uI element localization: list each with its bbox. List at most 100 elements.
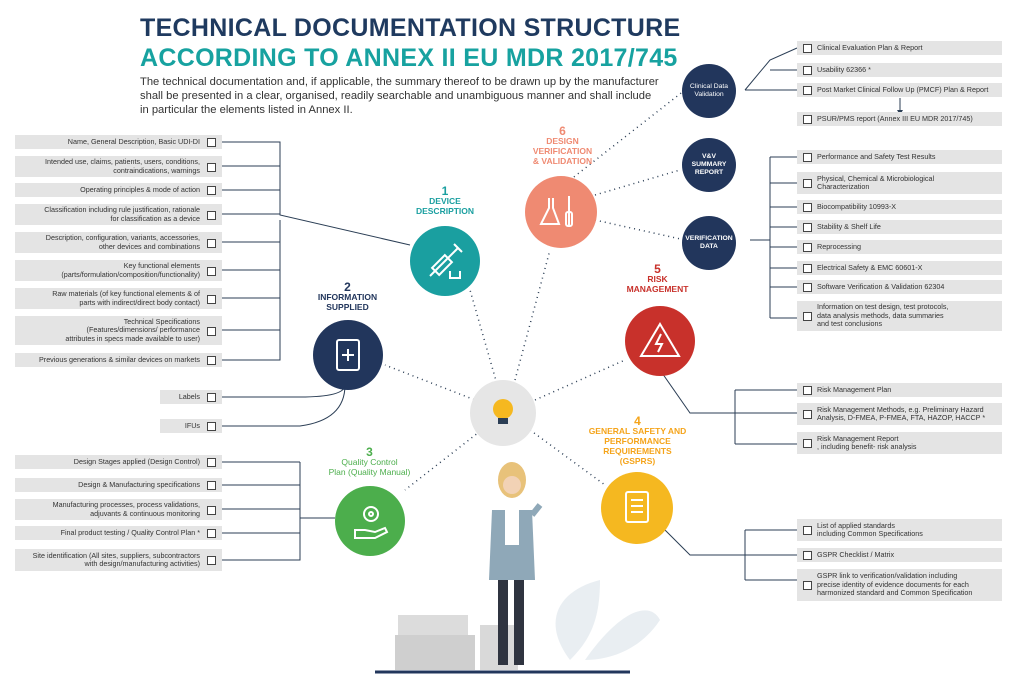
verification-item-label: Information on test design, test protoco… [817,302,949,329]
checkbox[interactable] [207,529,216,538]
verification-item[interactable]: Information on test design, test protoco… [797,301,1002,331]
verification-item-label: Physical, Chemical & Microbiological Cha… [817,173,935,191]
checkbox[interactable] [207,356,216,365]
verification-item[interactable]: Physical, Chemical & Microbiological Cha… [797,172,1002,194]
design-verification-circle[interactable] [525,176,597,248]
info-item[interactable]: Labels [160,390,222,404]
device-item[interactable]: Description, configuration, variants, ac… [15,232,222,253]
checkbox[interactable] [207,556,216,565]
gspr-item[interactable]: GSPR link to verification/validation inc… [797,569,1002,601]
checkbox[interactable] [803,203,812,212]
quality-control-circle[interactable] [335,486,405,556]
risk-item-label: Risk Management Methods, e.g. Preliminar… [817,404,986,422]
device-item[interactable]: Intended use, claims, patients, users, c… [15,156,222,177]
checkbox[interactable] [207,138,216,147]
checkbox[interactable] [207,162,216,172]
info-item[interactable]: IFUs [160,419,222,433]
checkbox[interactable] [803,243,812,252]
risk-item[interactable]: Risk Management Methods, e.g. Preliminar… [797,403,1002,425]
checkbox[interactable] [803,526,812,535]
storage-boxes [395,615,518,670]
section-number: 1 [441,184,449,198]
qc-item-label: Manufacturing processes, process validat… [52,500,200,518]
gspr-circle[interactable] [601,472,673,544]
checkbox[interactable] [207,505,216,515]
checkbox[interactable] [207,266,216,276]
section-label-qc: 3 Quality Control Plan (Quality Manual) [312,446,427,477]
checkbox[interactable] [803,223,812,232]
risk-item[interactable]: Risk Management Plan [797,383,1002,397]
clinical-item[interactable]: Usability 62366 * [797,63,1002,77]
flask-icon [539,196,573,227]
verification-item[interactable]: Stability & Shelf Life [797,220,1002,234]
section-title: DESIGN VERIFICATION & VALIDATION [532,136,593,166]
verification-item[interactable]: Electrical Safety & EMC 60601-X [797,261,1002,275]
risk-item-label: Risk Management Plan [817,384,892,394]
checkbox[interactable] [803,179,812,188]
section-label-risk: 5 RISK MANAGEMENT [615,263,700,294]
checkbox[interactable] [803,153,812,162]
section-number: 2 [344,280,351,294]
checkbox[interactable] [207,186,216,195]
verification-item-label: Performance and Safety Test Results [817,151,936,161]
information-supplied-circle[interactable] [313,320,383,390]
checkbox[interactable] [207,481,216,490]
device-item[interactable]: Key functional elements (parts/formulati… [15,260,222,281]
checkbox[interactable] [207,326,216,336]
device-item[interactable]: Raw materials (of key functional element… [15,288,222,309]
verification-data-label: VERIFICATION DATA [685,235,733,250]
gspr-item[interactable]: List of applied standards including Comm… [797,519,1002,541]
checkbox[interactable] [207,422,216,431]
verification-item[interactable]: Software Verification & Validation 62304 [797,280,1002,294]
qc-item[interactable]: Site identification (All sites, supplier… [15,549,222,571]
checkbox[interactable] [803,386,812,395]
device-item[interactable]: Previous generations & similar devices o… [15,353,222,367]
checkbox[interactable] [803,86,812,95]
checkbox[interactable] [803,551,812,560]
verification-data-circle[interactable]: VERIFICATION DATA [682,216,736,270]
checklist-icon [625,491,649,523]
checkbox[interactable] [803,66,812,75]
checkbox[interactable] [207,458,216,467]
verification-item[interactable]: Biocompatibility 10993-X [797,200,1002,214]
device-description-circle[interactable] [410,226,480,296]
verification-item[interactable]: Reprocessing [797,240,1002,254]
checkbox[interactable] [803,264,812,273]
qc-item[interactable]: Design & Manufacturing specifications [15,478,222,492]
device-item[interactable]: Classification including rule justificat… [15,204,222,225]
checkbox[interactable] [207,393,216,402]
checkbox[interactable] [803,115,812,124]
qc-item-label: Design Stages applied (Design Control) [73,456,200,466]
vv-summary-circle[interactable]: V&V SUMMARY REPORT [682,138,736,192]
gspr-item-label: List of applied standards including Comm… [817,520,923,538]
qc-item[interactable]: Manufacturing processes, process validat… [15,499,222,520]
page-subtitle: ACCORDING TO ANNEX II EU MDR 2017/745 [140,44,678,72]
clinical-item[interactable]: Post Market Clinical Follow Up (PMCF) Pl… [797,83,1002,97]
checkbox[interactable] [803,44,812,53]
clinical-item[interactable]: Clinical Evaluation Plan & Report [797,41,1002,55]
device-item[interactable]: Technical Specifications (Features/dimen… [15,316,222,345]
checkbox[interactable] [207,294,216,304]
checkbox[interactable] [803,439,812,448]
checkbox[interactable] [207,210,216,220]
device-item-label: Operating principles & mode of action [80,184,200,194]
gspr-item[interactable]: GSPR Checklist / Matrix [797,548,1002,562]
checkbox[interactable] [803,283,812,292]
qc-item[interactable]: Design Stages applied (Design Control) [15,455,222,469]
vv-summary-label: V&V SUMMARY REPORT [691,153,727,176]
clinical-data-circle[interactable]: Clinical Data Validation [682,64,736,118]
device-item[interactable]: Name, General Description, Basic UDI-DI [15,135,222,149]
checkbox[interactable] [803,312,812,321]
risk-item[interactable]: Risk Management Report , including benef… [797,432,1002,454]
checkbox[interactable] [803,581,812,590]
risk-management-circle[interactable] [625,306,695,376]
checkbox[interactable] [803,410,812,419]
checkbox[interactable] [207,238,216,248]
qc-item[interactable]: Final product testing / Quality Control … [15,526,222,540]
page-title: TECHNICAL DOCUMENTATION STRUCTURE [140,14,681,42]
qc-item-label: Site identification (All sites, supplier… [32,550,200,568]
verification-item[interactable]: Performance and Safety Test Results [797,150,1002,164]
device-item[interactable]: Operating principles & mode of action [15,183,222,197]
clinical-item[interactable]: PSUR/PMS report (Annex III EU MDR 2017/7… [797,112,1002,126]
